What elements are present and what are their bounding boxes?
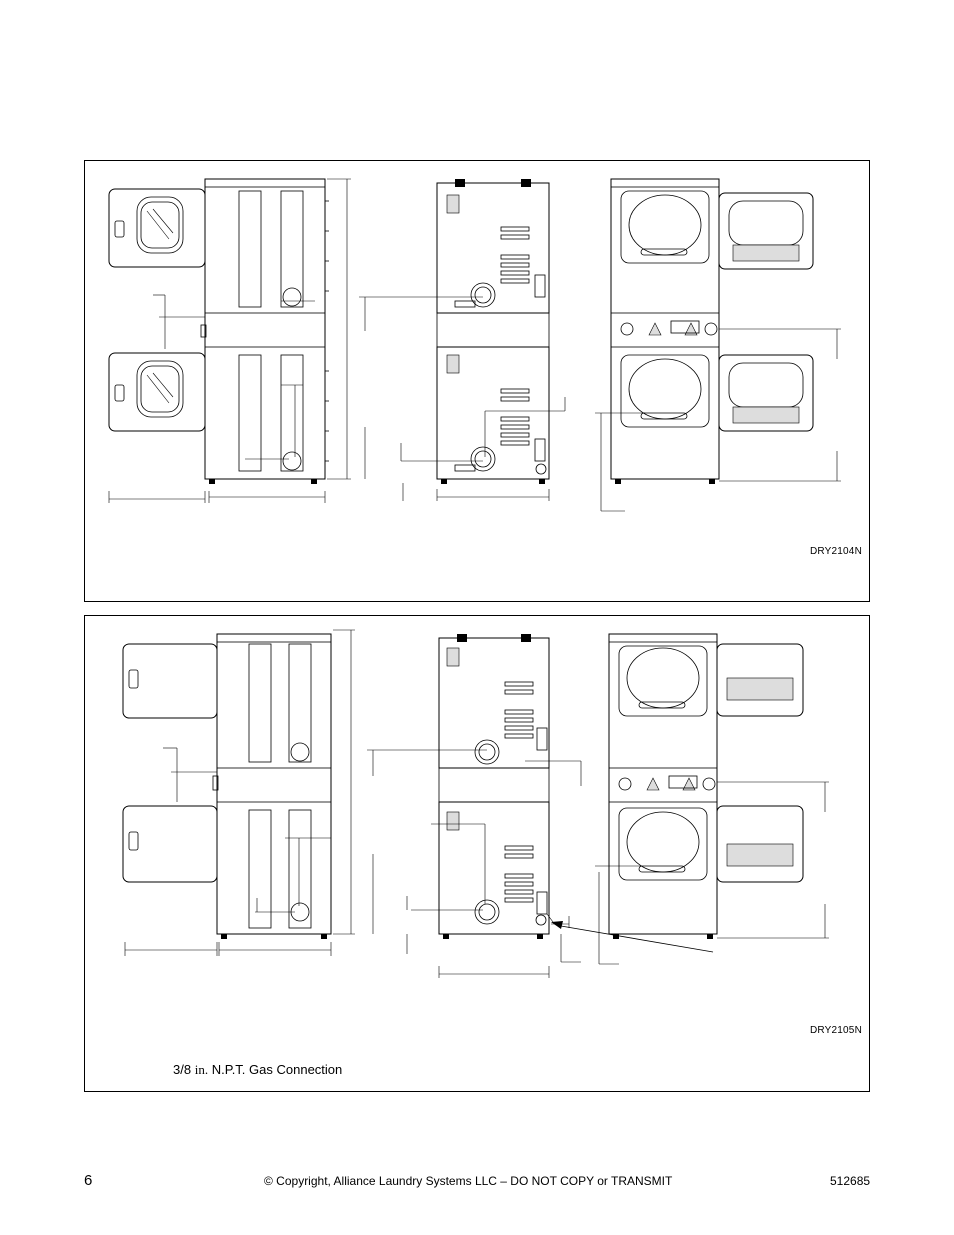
front-door-open-upper — [718, 192, 814, 270]
rear-view — [436, 179, 550, 484]
door-view-lower — [108, 352, 206, 432]
front-dimensions — [595, 328, 841, 512]
front-dimensions — [595, 781, 829, 965]
dryer-stack-drawing-top — [108, 178, 841, 512]
figure-panel-top: DRY2104N — [84, 160, 870, 602]
front-view — [610, 178, 720, 484]
gas-connection-unit: in. — [194, 1062, 209, 1077]
gas-connection-label: N.P.T. Gas Connection — [211, 1062, 343, 1077]
figure-panel-bottom: DRY2105N 3/8 in. N.P.T. Gas Connection — [84, 615, 870, 1092]
side-view — [200, 178, 329, 484]
side-view — [212, 633, 332, 939]
figure-id-top: DRY2104N — [809, 546, 862, 557]
side-dimensions — [124, 629, 355, 956]
figure-id-bottom: DRY2105N — [809, 1025, 862, 1036]
front-view — [608, 633, 718, 939]
front-door-open-lower — [718, 354, 814, 432]
rear-view — [438, 634, 550, 939]
rear-dimensions — [367, 749, 714, 978]
document-number: 512685 — [830, 1174, 871, 1188]
rear-dimensions — [359, 296, 566, 501]
gas-connection-note: 3/8 in. N.P.T. Gas Connection — [173, 1062, 342, 1078]
dryer-stack-drawing-bottom — [122, 629, 829, 978]
door-view-upper — [122, 643, 218, 719]
front-door-open-upper — [716, 643, 804, 717]
door-view-upper — [108, 188, 206, 268]
gas-connection-size: 3/8 — [173, 1062, 192, 1077]
page-number: 6 — [84, 1172, 93, 1189]
door-view-lower — [122, 805, 218, 883]
side-dimensions — [108, 178, 351, 503]
front-door-open-lower — [716, 805, 804, 883]
copyright-notice: © Copyright, Alliance Laundry Systems LL… — [264, 1174, 673, 1188]
